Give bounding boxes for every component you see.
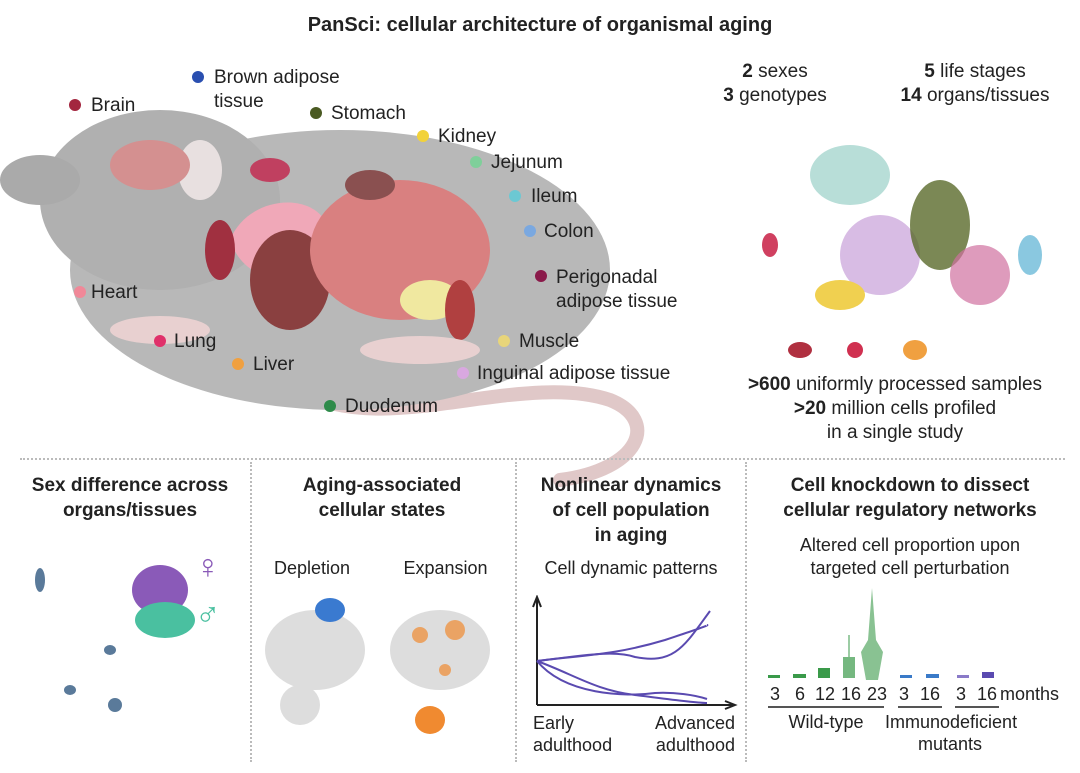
divider-1	[250, 462, 252, 762]
umap-atlas	[762, 145, 1042, 360]
label-muscle: Muscle	[519, 331, 580, 352]
age-label: 23	[866, 684, 888, 704]
perigonadal-dot	[535, 270, 547, 282]
male-icon: ♂	[195, 596, 221, 634]
violin-plot	[768, 588, 994, 680]
kd-title-2: cellular regulatory networks	[783, 500, 1037, 521]
age-label: 3	[955, 684, 966, 704]
months-label: months	[1000, 684, 1060, 704]
stat-samples: >600 uniformly processed samples	[747, 374, 1043, 395]
aging-title-1: Aging-associated	[302, 475, 462, 496]
label-lung: Lung	[174, 331, 217, 352]
immuno-label-1: Immunodeficient	[885, 712, 1018, 732]
stat-organs: 14 organs/tissues	[900, 85, 1050, 106]
dyn-subtitle: Cell dynamic patterns	[544, 558, 718, 578]
label-perigonadal: Perigonadal	[556, 267, 658, 288]
inguinal-dot	[457, 367, 469, 379]
heart-dot	[74, 286, 86, 298]
female-icon: ♀	[195, 548, 221, 586]
age-label: 16	[840, 684, 862, 704]
imm2-bracket	[955, 706, 999, 708]
divider-2	[515, 462, 517, 762]
violin-imm2-16	[982, 672, 994, 678]
violin-wt-16	[843, 657, 855, 678]
aging-title-2: cellular states	[318, 500, 446, 521]
divider-3	[745, 462, 747, 762]
age-label: 12	[814, 684, 836, 704]
brain-dot	[69, 99, 81, 111]
stat-stages: 5 life stages	[924, 61, 1026, 82]
stat-genotypes: 3 genotypes	[723, 85, 827, 106]
label-brain: Brain	[91, 95, 136, 116]
label-brown-adipose: Brown adipose	[214, 67, 340, 88]
ileum-dot	[509, 190, 521, 202]
label-stomach: Stomach	[331, 103, 406, 124]
early-label-1: Early	[533, 713, 575, 733]
dyn-title-3: in aging	[594, 525, 668, 546]
divider-horizontal	[20, 458, 1065, 460]
figure-title: PanSci: cellular architecture of organis…	[307, 14, 773, 36]
mouse-illustration	[0, 110, 645, 487]
aging-umaps	[265, 598, 490, 734]
age-label: 16	[919, 684, 941, 704]
age-label: 16	[976, 684, 998, 704]
violin-wt-12	[818, 668, 830, 678]
stat-sexes: 2 sexes	[742, 61, 808, 82]
age-label: 3	[898, 684, 909, 704]
label-colon: Colon	[544, 221, 594, 242]
label-inguinal: Inguinal adipose tissue	[477, 363, 671, 384]
brown-adipose-dot	[192, 71, 204, 83]
violin-wt-6	[793, 674, 806, 678]
depletion-label: Depletion	[273, 558, 351, 578]
dynamic-curves	[536, 610, 711, 704]
early-label-2: adulthood	[533, 735, 613, 755]
label-kidney: Kidney	[438, 126, 497, 147]
label-perigonadal-2: adipose tissue	[556, 291, 678, 312]
immuno-label-2: mutants	[917, 734, 983, 754]
age-label: 3	[769, 684, 780, 704]
age-label: 6	[794, 684, 805, 704]
dyn-title-1: Nonlinear dynamics	[540, 475, 722, 496]
violin-imm1-3	[900, 675, 912, 678]
label-ileum: Ileum	[531, 186, 578, 207]
label-duodenum: Duodenum	[345, 396, 438, 417]
kidney-dot	[417, 130, 429, 142]
dyn-title-2: of cell population	[552, 500, 710, 521]
kd-title-1: Cell knockdown to dissect	[790, 475, 1030, 496]
imm1-bracket	[898, 706, 942, 708]
stat-cells: >20 million cells profiled	[793, 398, 997, 419]
duodenum-dot	[324, 400, 336, 412]
kd-subtitle-1: Altered cell proportion upon	[799, 535, 1021, 555]
lung-dot	[154, 335, 166, 347]
wt-bracket	[768, 706, 884, 708]
wildtype-label: Wild-type	[788, 712, 864, 732]
sex-title-2: organs/tissues	[62, 500, 198, 521]
jejunum-dot	[470, 156, 482, 168]
label-brown-adipose-2: tissue	[214, 91, 264, 112]
sex-title-1: Sex difference across	[31, 475, 229, 496]
violin-wt-23	[861, 588, 883, 680]
dynamics-plot	[532, 595, 738, 710]
violin-wt-3	[768, 675, 780, 678]
sex-umap	[35, 565, 195, 712]
muscle-dot	[498, 335, 510, 347]
violin-imm2-3	[957, 675, 969, 678]
label-liver: Liver	[253, 354, 295, 375]
advanced-label-1: Advanced	[654, 713, 735, 733]
violin-imm1-16	[926, 674, 939, 678]
label-heart: Heart	[91, 282, 138, 303]
stomach-dot	[310, 107, 322, 119]
kd-subtitle-2: targeted cell perturbation	[810, 558, 1010, 578]
expansion-label: Expansion	[403, 558, 488, 578]
liver-dot	[232, 358, 244, 370]
label-jejunum: Jejunum	[491, 152, 563, 173]
stat-study: in a single study	[826, 422, 964, 443]
colon-dot	[524, 225, 536, 237]
advanced-label-2: adulthood	[655, 735, 735, 755]
